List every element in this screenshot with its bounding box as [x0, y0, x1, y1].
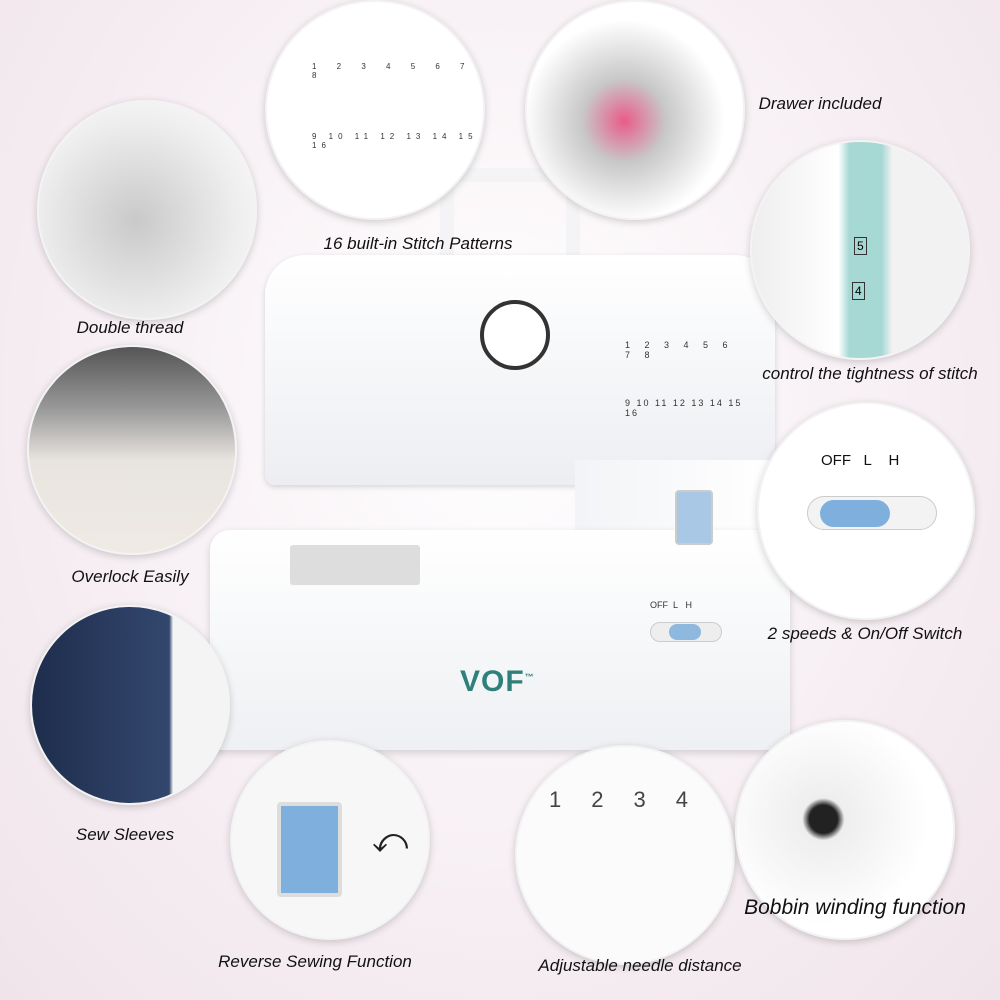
speeds-photo: OFF L H	[757, 402, 975, 620]
reverse-lever[interactable]	[675, 490, 713, 545]
stitch-patterns-photo: 1 2 3 4 5 6 7 8 9 10 11 12 13 14 15 16	[265, 0, 485, 220]
stitch-patterns-label: 16 built-in Stitch Patterns	[323, 234, 513, 253]
reverse-lever-closeup	[277, 802, 342, 897]
overlock-photo	[27, 345, 237, 555]
double-thread-photo	[37, 100, 257, 320]
speeds-label: 2 speeds & On/Off Switch	[767, 624, 963, 643]
brand-logo: VOF™	[460, 665, 535, 698]
speeds-switch-labels: OFF L H	[821, 452, 900, 469]
reverse-label: Reverse Sewing Function	[218, 952, 412, 971]
tightness-photo: 5 4	[750, 140, 970, 360]
speed-switch-labels: OFF L H	[650, 600, 693, 610]
stitch-numbers-top: 1 2 3 4 5 6 7 8	[625, 340, 734, 360]
stitch-patterns-numbers-bottom: 9 10 11 12 13 14 15 16	[312, 132, 478, 150]
needle-label: Adjustable needle distance	[538, 956, 742, 975]
sewing-machine: 1 2 3 4 5 6 7 8 9 10 11 12 13 14 15 16 O…	[210, 160, 790, 760]
stitch-dial[interactable]	[480, 300, 550, 370]
bobbin-photo	[735, 720, 955, 940]
tension-dial-number: 5	[854, 237, 867, 255]
sleeves-label: Sew Sleeves	[75, 825, 175, 844]
drawer-label: Drawer included	[758, 94, 882, 113]
stitch-patterns-numbers-top: 1 2 3 4 5 6 7 8	[312, 62, 474, 80]
needle-plate	[290, 545, 420, 585]
bobbin-label: Bobbin winding function	[744, 896, 966, 919]
speed-toggle[interactable]	[807, 496, 937, 530]
reverse-photo: ⤺	[230, 740, 430, 940]
speed-switch[interactable]: OFF L H	[650, 600, 730, 660]
tightness-label: control the tightness of stitch	[762, 364, 978, 383]
reverse-arrow-icon: ⤺	[372, 822, 409, 860]
sleeves-photo	[30, 605, 230, 805]
stitch-numbers-bottom: 9 10 11 12 13 14 15 16	[625, 398, 743, 418]
machine-head	[265, 255, 775, 485]
tension-dial-number: 4	[852, 282, 865, 300]
stitch-chart: 1 2 3 4 5 6 7 8 9 10 11 12 13 14 15 16	[625, 340, 745, 450]
overlock-label: Overlock Easily	[71, 567, 189, 586]
drawer-photo	[525, 0, 745, 220]
double-thread-label: Double thread	[76, 318, 184, 337]
